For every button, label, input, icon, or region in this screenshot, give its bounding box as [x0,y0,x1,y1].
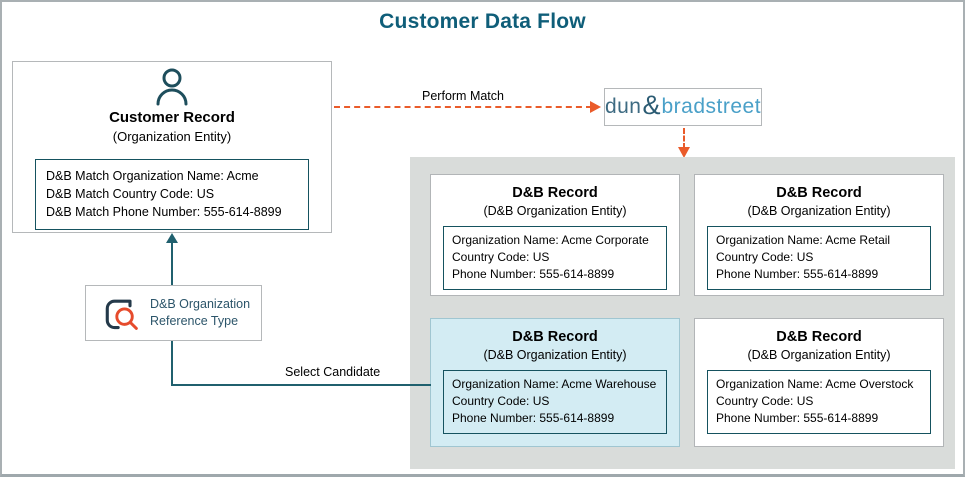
page-title: Customer Data Flow [379,10,586,33]
reference-lookup-icon [105,299,138,330]
phone-field: Phone Number: 555-614-8899 [716,267,879,282]
record-subtitle: (D&B Organization Entity) [483,348,627,362]
logo-ampersand-icon: & [642,90,661,120]
select-candidate-line-upper [171,241,173,285]
dnb-record-card-retail: D&B Record (D&B Organization Entity) Org… [694,174,944,296]
record-title: D&B Record [512,329,598,345]
record-title: D&B Record [776,329,862,345]
customer-record-title: Customer Record [109,109,235,126]
perform-match-arrowhead-icon [590,101,601,113]
record-subtitle: (D&B Organization Entity) [747,204,891,218]
dnb-record-card-overstock: D&B Record (D&B Organization Entity) Org… [694,318,944,447]
select-candidate-line-lower [171,341,173,385]
org-name-field: Organization Name: Acme Overstock [716,377,914,391]
org-name-field: Organization Name: Acme Corporate [452,233,649,247]
phone-field: Phone Number: 555-614-8899 [452,267,615,282]
record-details-box: Organization Name: Acme Warehouse Countr… [443,370,667,435]
country-code-field: Country Code: US [452,250,550,265]
record-subtitle: (D&B Organization Entity) [483,204,627,218]
phone-field: Phone Number: 555-614-8899 [716,411,879,426]
org-name-field: Organization Name: Acme Warehouse [452,377,657,391]
record-details-box: Organization Name: Acme Retail Country C… [707,226,931,291]
record-subtitle: (D&B Organization Entity) [747,348,891,362]
dnb-org-reference-type-box: D&B Organization Reference Type [85,285,262,341]
record-title: D&B Record [512,185,598,201]
phone-field: Phone Number: 555-614-8899 [452,411,615,426]
logo-text-bradstreet: bradstreet [661,95,762,118]
record-details-box: Organization Name: Acme Corporate Countr… [443,226,667,291]
select-candidate-line-horizontal [171,384,431,386]
customer-match-details-box: D&B Match Organization Name: Acme D&B Ma… [35,159,309,231]
country-code-field: Country Code: US [716,394,814,409]
perform-match-label: Perform Match [422,89,504,103]
select-candidate-label: Select Candidate [285,365,381,379]
customer-record-subtitle: (Organization Entity) [112,129,232,144]
record-details-box: Organization Name: Acme Overstock Countr… [707,370,931,435]
org-name-field: Organization Name: Acme Retail [716,233,891,247]
reference-type-label: D&B Organization Reference Type [150,297,251,328]
country-code-field: Country Code: US [716,250,814,265]
country-code-field: Country Code: US [452,394,550,409]
record-title: D&B Record [776,185,862,201]
dnb-record-card-warehouse-selected: D&B Record (D&B Organization Entity) Org… [430,318,680,447]
dun-bradstreet-logo-box: dun & bradstreet [604,88,762,126]
match-country-code-field: D&B Match Country Code: US [46,187,215,202]
logo-text-dun: dun [604,95,642,118]
select-candidate-arrowhead-icon [166,233,178,243]
customer-record-box: Customer Record (Organization Entity) D&… [12,61,332,233]
match-result-arrow-line [683,128,685,149]
perform-match-arrow-line [334,106,592,108]
match-org-name-field: D&B Match Organization Name: Acme [46,169,259,183]
person-icon [156,68,188,106]
match-phone-field: D&B Match Phone Number: 555-614-8899 [46,205,282,220]
dnb-record-card-corporate: D&B Record (D&B Organization Entity) Org… [430,174,680,296]
match-result-arrowhead-icon [678,147,690,158]
